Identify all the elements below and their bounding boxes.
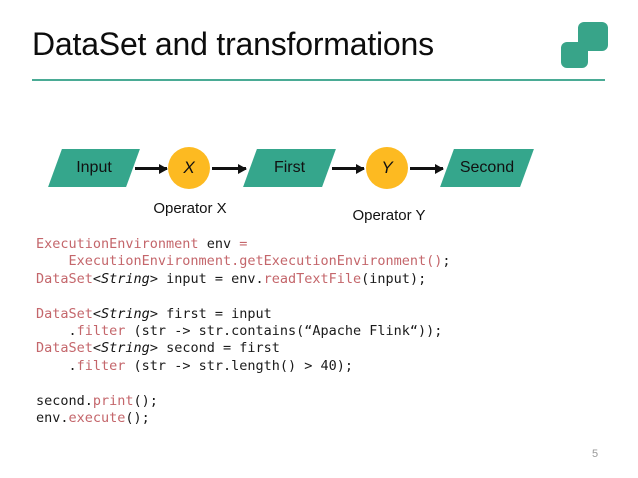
- title-underline-rule: [32, 79, 605, 81]
- code-line: DataSet<String> first = input: [36, 306, 451, 323]
- code-snippet: ExecutionEnvironment env = ExecutionEnvi…: [36, 236, 451, 427]
- code-token: DataSet: [36, 270, 93, 287]
- code-token: DataSet: [36, 305, 93, 322]
- arrow-x-to-first: [212, 163, 247, 174]
- dataflow-diagram: Input X First Y Second Operator X Operat…: [0, 130, 638, 230]
- code-token: > first = input: [149, 305, 272, 322]
- code-token: .: [36, 323, 77, 340]
- code-token: > input = env.: [149, 270, 264, 287]
- page-title: DataSet and transformations: [32, 26, 434, 62]
- code-line: env.execute();: [36, 410, 451, 427]
- code-token: String: [101, 270, 150, 287]
- logo-square-small-icon: [561, 42, 588, 68]
- arrow-first-to-y: [332, 163, 365, 174]
- operator-y-caption: Operator Y: [352, 207, 426, 224]
- code-token: <: [92, 305, 102, 322]
- page-number: 5: [592, 448, 599, 460]
- code-token: <: [92, 270, 102, 287]
- node-x-label: X: [183, 158, 195, 177]
- code-token: DataSet: [36, 340, 93, 357]
- node-input-label: Input: [76, 159, 112, 176]
- node-y-shape: [366, 147, 408, 189]
- code-token: .: [36, 357, 77, 374]
- code-token: env.: [36, 410, 69, 427]
- code-token: print: [92, 392, 134, 409]
- arrow-y-to-second: [410, 163, 444, 174]
- node-x-shape: [168, 147, 210, 189]
- code-token: ();: [125, 410, 150, 427]
- code-token: > second = first: [149, 340, 280, 357]
- code-token: String: [101, 340, 150, 357]
- code-token: ();: [133, 392, 158, 409]
- code-line: second.print();: [36, 393, 451, 410]
- code-token: ExecutionEnvironment.getExecutionEnviron…: [68, 253, 443, 270]
- code-token: [199, 236, 207, 252]
- node-y-label: Y: [381, 158, 393, 177]
- code-line: ExecutionEnvironment env =: [36, 236, 451, 253]
- code-token: filter: [76, 323, 126, 340]
- code-line: ExecutionEnvironment.getExecutionEnviron…: [36, 253, 451, 270]
- code-token: execute: [68, 410, 126, 427]
- code-token: <: [92, 340, 102, 357]
- code-token: (input);: [361, 270, 427, 287]
- node-first-label: First: [273, 159, 306, 176]
- code-token: (str -> str.contains(“Apache Flink“));: [125, 323, 443, 340]
- code-token: ;: [442, 253, 451, 270]
- code-line: [36, 288, 451, 305]
- code-token: =: [239, 236, 248, 252]
- code-token: String: [101, 305, 150, 322]
- operator-x-caption: Operator X: [153, 200, 227, 217]
- flink-logo: [561, 22, 609, 72]
- code-line: .filter (str -> str.contains(“Apache Fli…: [36, 323, 451, 340]
- code-token: (str -> str.length() > 40);: [125, 357, 353, 374]
- code-line: DataSet<String> input = env.readTextFile…: [36, 271, 451, 288]
- code-line: .filter (str -> str.length() > 40);: [36, 358, 451, 375]
- arrow-input-to-x: [135, 163, 168, 174]
- code-token: [36, 253, 69, 269]
- code-line: DataSet<String> second = first: [36, 340, 451, 357]
- code-token: filter: [76, 357, 126, 374]
- code-token: second.: [36, 392, 93, 409]
- code-line: [36, 375, 451, 392]
- code-token: ExecutionEnvironment: [36, 236, 199, 252]
- code-token: [231, 236, 239, 252]
- code-token: readTextFile: [263, 270, 362, 287]
- node-second-label: Second: [459, 159, 515, 176]
- code-token: env: [206, 236, 232, 252]
